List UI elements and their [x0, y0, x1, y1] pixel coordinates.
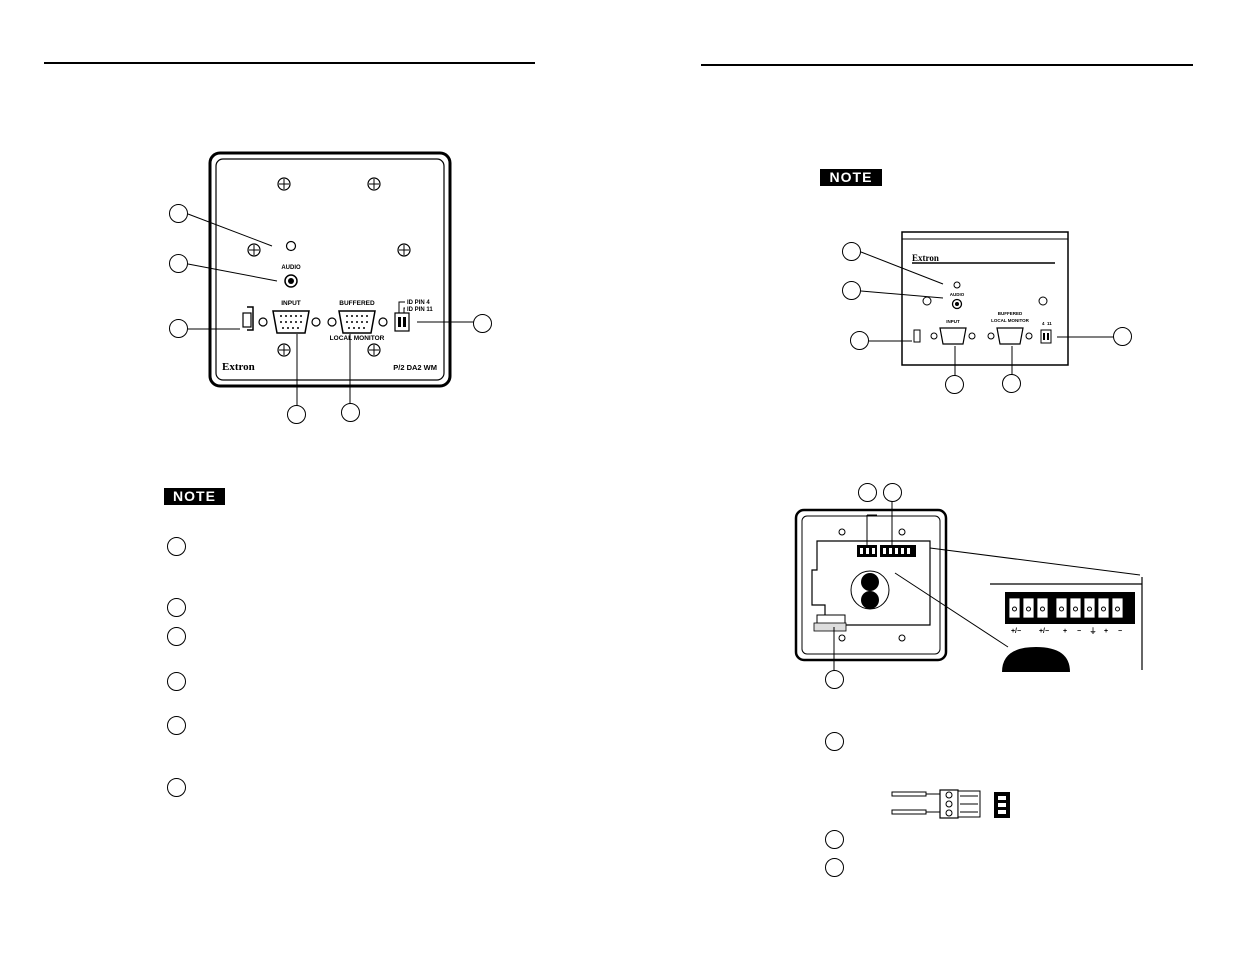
right-audio-label: AUDIO [950, 292, 965, 297]
right-callout-4 [1113, 327, 1132, 346]
local-monitor-label: LOCAL MONITOR [330, 335, 385, 342]
right-local-monitor-label: LOCAL MONITOR [991, 318, 1030, 323]
audio-label: AUDIO [281, 265, 301, 271]
right-callout-2 [842, 281, 861, 300]
right-callout-5 [945, 375, 964, 394]
callout-4 [473, 314, 492, 333]
right-list-callout-3 [825, 858, 844, 877]
input-label: INPUT [281, 300, 301, 307]
list-callout-5 [167, 716, 186, 735]
callout-6 [341, 403, 360, 422]
terminal-label-3: + [1063, 628, 1067, 635]
list-callout-3 [167, 627, 186, 646]
right-front-panel-diagram: Extron AUDIO INPUT BUFFERED LOCAL MONITO… [901, 231, 1069, 366]
terminal-label-1: +/− [1011, 628, 1021, 635]
list-callout-6 [167, 778, 186, 797]
brand-logo: Extron [222, 361, 255, 373]
buffered-label: BUFFERED [339, 300, 375, 307]
left-front-panel-diagram: AUDIO INPUT BUFFERED LOCAL MONITOR ID PI… [208, 151, 452, 388]
right-power-led-icon [953, 281, 961, 289]
terminal-label-6: + [1104, 628, 1108, 635]
right-callout-1 [842, 242, 861, 261]
right-input-label: INPUT [946, 319, 960, 324]
callout-1 [169, 204, 188, 223]
list-callout-2 [167, 598, 186, 617]
callout-5 [287, 405, 306, 424]
rear-panel-diagram: +/− +/− + − ⏚ + − [794, 498, 1143, 672]
right-buffered-connector-icon [996, 327, 1024, 345]
list-callout-1 [167, 537, 186, 556]
right-brand-logo: Extron [912, 253, 939, 263]
right-dip-switch-icon [1040, 329, 1052, 344]
right-pin4-label: 4 [1042, 321, 1045, 326]
left-header-rule [44, 62, 535, 64]
callout-2 [169, 254, 188, 273]
callout-3 [169, 319, 188, 338]
right-buffered-label: BUFFERED [998, 311, 1023, 316]
right-power-connector-icon [913, 329, 921, 343]
right-pin11-label: 11 [1047, 321, 1052, 326]
right-callout-3 [850, 331, 869, 350]
model-label: P/2 DA2 WM [393, 363, 437, 372]
right-list-callout-2 [825, 830, 844, 849]
id-pin11-label: ID PIN 11 [407, 307, 433, 313]
id-pin4-label: ID PIN 4 [407, 300, 430, 306]
right-list-callout-1 [825, 732, 844, 751]
left-note-badge: NOTE [164, 488, 225, 505]
power-connector-icon [242, 312, 252, 328]
rear-callout-a [858, 483, 877, 502]
rear-callout-b [883, 483, 902, 502]
terminal-label-5: ⏚ [1090, 627, 1097, 635]
captive-screw-connector-diagram [891, 789, 1010, 819]
terminal-label-2: +/− [1039, 628, 1049, 635]
rear-callout-c [825, 670, 844, 689]
list-callout-4 [167, 672, 186, 691]
terminal-label-7: − [1118, 628, 1122, 635]
right-input-connector-icon [939, 327, 967, 345]
right-callout-6 [1002, 374, 1021, 393]
right-header-rule [701, 64, 1193, 66]
terminal-label-4: − [1077, 628, 1081, 635]
right-note-badge: NOTE [820, 169, 882, 186]
power-led-icon [285, 240, 297, 252]
